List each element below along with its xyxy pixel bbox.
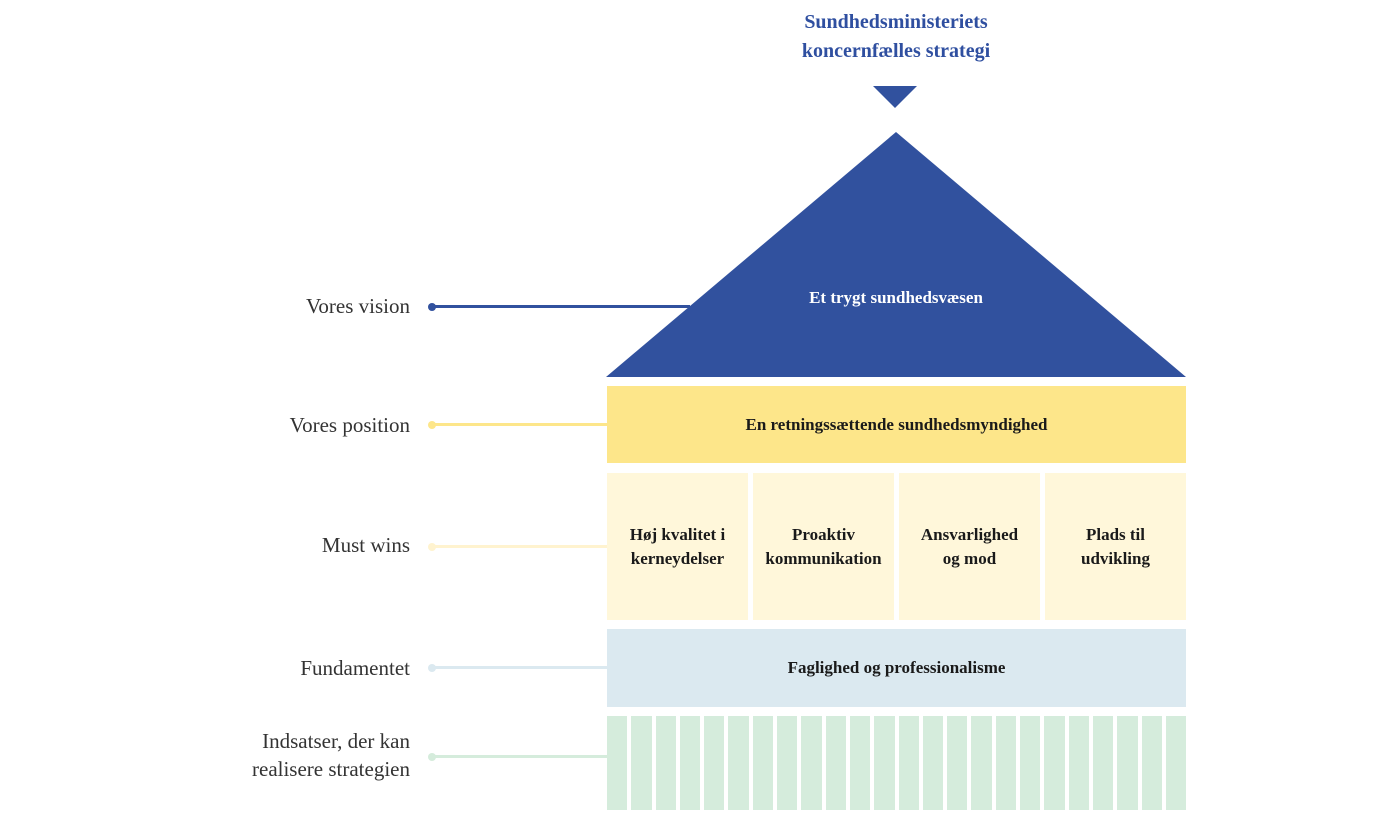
- fundament-text: Faglighed og professionalisme: [787, 658, 1006, 677]
- must-win-text: og mod: [942, 548, 997, 568]
- indsats-bar: [947, 716, 968, 810]
- connector-line: [430, 423, 607, 426]
- fundament-band: Faglighed og professionalisme: [607, 629, 1186, 707]
- connector-line: [430, 755, 607, 758]
- indsats-bar: [922, 716, 944, 810]
- indsats-bar: [607, 716, 628, 810]
- position-text: En retningssættende sundhedsmyndighed: [745, 414, 1048, 434]
- indsats-bar: [1092, 716, 1114, 810]
- title-line-2: koncernfælles strategi: [801, 40, 991, 62]
- connector-line: [430, 545, 607, 548]
- must-win-text: kerneydelser: [630, 548, 725, 568]
- indsats-bar: [801, 716, 822, 810]
- indsats-bar: [825, 716, 846, 810]
- must-win-box: Plads til udvikling: [1045, 473, 1186, 620]
- must-win-text: kommunikation: [765, 548, 882, 568]
- must-win-text: udvikling: [1081, 548, 1150, 568]
- label-line: realisere strategien: [252, 757, 410, 781]
- indsats-bar: [971, 716, 992, 810]
- vision-roof: [606, 132, 1186, 377]
- roof-triangle: [606, 132, 1186, 377]
- connector-line: [430, 666, 607, 669]
- label-must-wins: Must wins: [321, 533, 410, 557]
- position-band: En retningssættende sundhedsmyndighed: [607, 386, 1186, 463]
- indsats-bar: [728, 716, 749, 810]
- must-win-box: Ansvarlighed og mod: [899, 473, 1040, 620]
- label-line: Indsatser, der kan: [262, 729, 410, 753]
- indsats-bar: [631, 716, 652, 810]
- indsats-bar: [1117, 716, 1138, 810]
- label-position: Vores position: [289, 413, 410, 437]
- indsats-bar: [1165, 716, 1187, 810]
- must-win-box: Proaktiv kommunikation: [753, 473, 894, 620]
- indsats-bar: [898, 716, 919, 810]
- vision-text: Et trygt sundhedsvæsen: [809, 288, 983, 307]
- indsats-bar: [704, 716, 725, 810]
- must-win-text: Høj kvalitet i: [629, 524, 726, 544]
- indsats-bar: [679, 716, 701, 810]
- diagram-title: Sundhedsministeriets koncernfælles strat…: [696, 8, 1096, 66]
- title-line-1: Sundhedsministeriets: [804, 11, 988, 33]
- indsats-bar: [1141, 716, 1162, 810]
- label-vision: Vores vision: [305, 294, 410, 318]
- indsats-bar: [1068, 716, 1089, 810]
- indsats-bar: [995, 716, 1017, 810]
- down-arrow-icon: [873, 86, 917, 108]
- label-indsatser: Indsatser, der kan realisere strategien: [252, 727, 410, 783]
- indsats-bar: [1044, 716, 1065, 810]
- must-win-text: Proaktiv: [792, 524, 855, 544]
- indsats-bar: [874, 716, 895, 810]
- indsatser-bars: [607, 716, 1187, 810]
- indsats-bar: [777, 716, 798, 810]
- must-win-box: Høj kvalitet i kerneydelser: [607, 473, 748, 620]
- indsats-bar: [655, 716, 676, 810]
- label-fundament: Fundamentet: [300, 656, 410, 680]
- indsats-bar: [752, 716, 774, 810]
- must-win-text: Plads til: [1085, 524, 1146, 544]
- indsats-bar: [849, 716, 871, 810]
- indsats-bar: [1020, 716, 1041, 810]
- connector-line: [430, 305, 690, 308]
- must-win-text: Ansvarlighed: [920, 524, 1019, 544]
